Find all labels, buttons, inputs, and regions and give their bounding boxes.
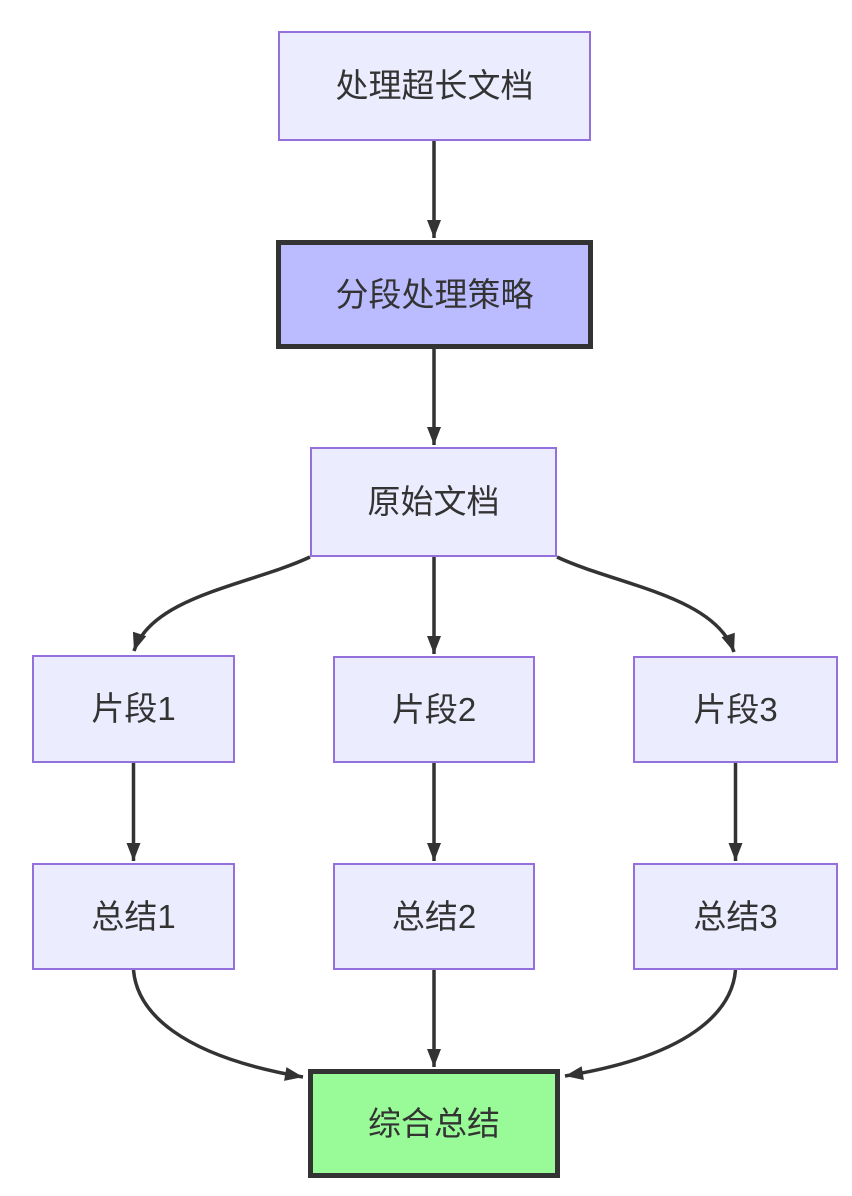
node-fragment-3: 片段3 xyxy=(633,656,838,763)
node-handle-long-doc: 处理超长文档 xyxy=(278,31,591,141)
node-summary-2-label: 总结2 xyxy=(391,897,477,935)
node-final-summary-label: 综合总结 xyxy=(368,1104,500,1142)
node-segmentation-strategy: 分段处理策略 xyxy=(276,240,593,349)
node-fragment-2: 片段2 xyxy=(333,656,535,763)
edge-e3-to-f xyxy=(564,969,738,1081)
edge-c-to-d1 xyxy=(132,555,311,652)
node-fragment-1: 片段1 xyxy=(32,655,235,763)
node-final-summary: 综合总结 xyxy=(308,1069,560,1178)
node-summary-3: 总结3 xyxy=(633,863,838,970)
node-handle-long-doc-label: 处理超长文档 xyxy=(335,67,534,105)
node-fragment-1-label: 片段1 xyxy=(91,690,176,728)
node-summary-1-label: 总结1 xyxy=(91,897,176,935)
node-original-doc: 原始文档 xyxy=(310,447,557,557)
node-summary-3-label: 总结3 xyxy=(693,897,778,935)
node-original-doc-label: 原始文档 xyxy=(367,483,500,521)
node-summary-2: 总结2 xyxy=(333,863,535,970)
edge-c-to-d3 xyxy=(556,555,736,653)
node-fragment-3-label: 片段3 xyxy=(693,690,778,728)
edge-e1-to-f xyxy=(131,969,304,1081)
node-summary-1: 总结1 xyxy=(32,863,235,970)
node-fragment-2-label: 片段2 xyxy=(391,690,477,728)
node-segmentation-strategy-label: 分段处理策略 xyxy=(335,275,534,313)
